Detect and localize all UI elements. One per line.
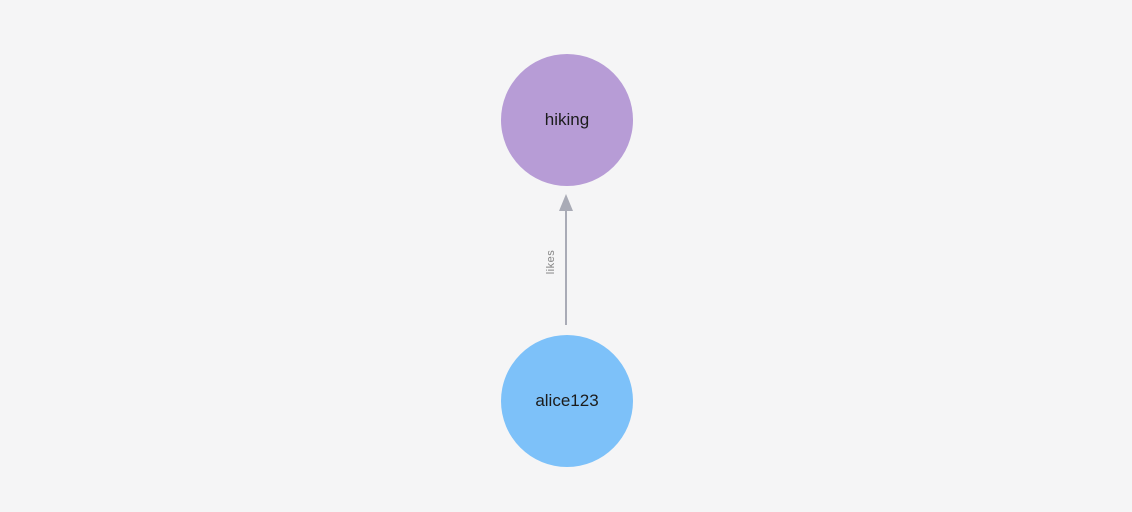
node-hiking-label: hiking xyxy=(544,110,590,129)
edge-likes-line xyxy=(565,208,567,325)
node-alice123-label: alice123 xyxy=(535,391,599,410)
edge-likes-label: likes xyxy=(545,249,557,275)
graph-node-alice123[interactable]: alice123 xyxy=(501,335,633,467)
graph-node-hiking[interactable]: hiking xyxy=(501,54,633,186)
arrow-up-icon xyxy=(559,194,573,211)
